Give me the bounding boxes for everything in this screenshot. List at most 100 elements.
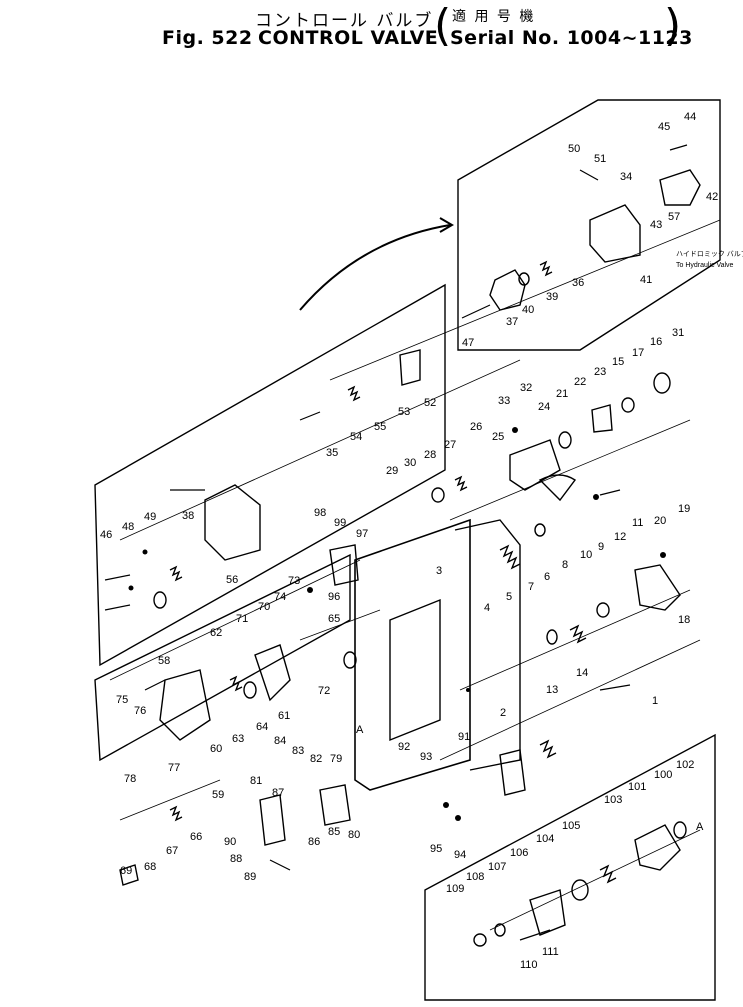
callout-5-a: 5 — [506, 591, 512, 603]
paren-open: ( — [434, 0, 452, 51]
callout-71: 71 — [236, 613, 248, 625]
callout-34: 34 — [620, 171, 632, 183]
valve-body — [354, 518, 471, 791]
serial-range: Serial No. 1004~1123 — [450, 27, 693, 49]
callout-30: 30 — [404, 457, 416, 469]
callout-88: 88 — [230, 853, 242, 865]
callout-25: 25 — [492, 431, 504, 443]
callout-55: 55 — [374, 421, 386, 433]
callout-26: 26 — [470, 421, 482, 433]
callout-arrow — [299, 224, 451, 311]
note-jp-to-hydraulic: ハイドロミック バルブ へ — [676, 249, 743, 258]
callout-103: 103 — [604, 794, 622, 806]
callout-105: 105 — [562, 820, 580, 832]
bolt-parts — [104, 144, 688, 941]
callout-95: 95 — [430, 843, 442, 855]
callout-41: 41 — [640, 274, 652, 286]
callout-50: 50 — [568, 143, 580, 155]
callout-18: 18 — [678, 614, 690, 626]
arrow-a-right: A — [696, 821, 704, 833]
callout-39: 39 — [546, 291, 558, 303]
callout-73: 73 — [288, 575, 300, 587]
title-jp-serial: 適 用 号 機 — [452, 9, 536, 25]
callout-33: 33 — [498, 395, 510, 407]
callout-100: 100 — [654, 769, 672, 781]
housing-parts — [119, 169, 701, 936]
callout-90: 90 — [224, 836, 236, 848]
callout-40: 40 — [522, 304, 534, 316]
callout-83: 83 — [292, 745, 304, 757]
callout-14: 14 — [576, 667, 588, 679]
callout-19: 19 — [678, 503, 690, 515]
callout-22: 22 — [574, 376, 586, 388]
callout-96: 96 — [328, 591, 340, 603]
callout-111: 111 — [542, 946, 559, 958]
callout-10-a: 10 — [580, 549, 592, 561]
callout-48-a: 48 — [122, 521, 134, 533]
callout-72: 72 — [318, 685, 330, 697]
callout-101: 101 — [628, 781, 646, 793]
callout-45: 45 — [658, 121, 670, 133]
callout-107: 107 — [488, 861, 506, 873]
callout-109: 109 — [446, 883, 464, 895]
spring-parts — [169, 260, 617, 884]
callout-94: 94 — [454, 849, 466, 861]
paren-close: ) — [664, 0, 682, 51]
callout-11-a: 11 — [632, 517, 643, 529]
callout-31: 31 — [672, 327, 684, 339]
callout-28: 28 — [424, 449, 436, 461]
callout-35: 35 — [326, 447, 338, 459]
callout-12-a: 12 — [614, 531, 626, 543]
callout-47: 47 — [462, 337, 474, 349]
callout-82: 82 — [310, 753, 322, 765]
callout-69: 69 — [120, 865, 132, 877]
callout-21: 21 — [556, 388, 568, 400]
inset-frame-bottom — [424, 733, 716, 1001]
callout-93: 93 — [420, 751, 432, 763]
callout-38: 38 — [182, 510, 194, 522]
callout-62: 62 — [210, 627, 222, 639]
callout-106: 106 — [510, 847, 528, 859]
callout-57: 57 — [668, 211, 680, 223]
callout-102: 102 — [676, 759, 694, 771]
callout-54: 54 — [350, 431, 362, 443]
callout-60: 60 — [210, 743, 222, 755]
callout-1: 1 — [652, 695, 658, 707]
callout-24: 24 — [538, 401, 550, 413]
frame-left-lower — [94, 553, 351, 762]
callout-74: 74 — [274, 591, 286, 603]
callout-37: 37 — [506, 316, 518, 328]
inset-frame-top — [457, 99, 721, 351]
callout-23: 23 — [594, 366, 606, 378]
callout-42: 42 — [706, 191, 718, 203]
callout-61: 61 — [278, 710, 290, 722]
callout-108: 108 — [466, 871, 484, 883]
callout-98: 98 — [314, 507, 326, 519]
callout-91: 91 — [458, 731, 470, 743]
figure-title: CONTROL VALVE — [258, 27, 439, 49]
callout-63: 63 — [232, 733, 244, 745]
callout-27: 27 — [444, 439, 456, 451]
ring-parts — [153, 272, 687, 947]
callout-15: 15 — [612, 356, 624, 368]
callout-66: 66 — [190, 831, 202, 843]
frame-left-main — [94, 283, 446, 667]
callout-16: 16 — [650, 336, 662, 348]
callout-32: 32 — [520, 382, 532, 394]
callout-80: 80 — [348, 829, 360, 841]
callout-labels: 44 45 50 51 34 42 43 57 41 36 39 40 37 4… — [100, 111, 718, 971]
callout-85: 85 — [328, 826, 340, 838]
callout-36: 36 — [572, 277, 584, 289]
callout-20: 20 — [654, 515, 666, 527]
callout-9-a: 9 — [598, 541, 604, 553]
callout-3: 3 — [436, 565, 442, 577]
callout-53: 53 — [398, 406, 410, 418]
callout-6-a: 6 — [544, 571, 550, 583]
callout-17: 17 — [632, 347, 644, 359]
callout-70: 70 — [258, 601, 270, 613]
callout-59: 59 — [212, 789, 224, 801]
callout-67: 67 — [166, 845, 178, 857]
figure-number: Fig. 522 — [162, 27, 253, 49]
arrow-a-left: A — [356, 724, 364, 736]
callout-86: 86 — [308, 836, 320, 848]
